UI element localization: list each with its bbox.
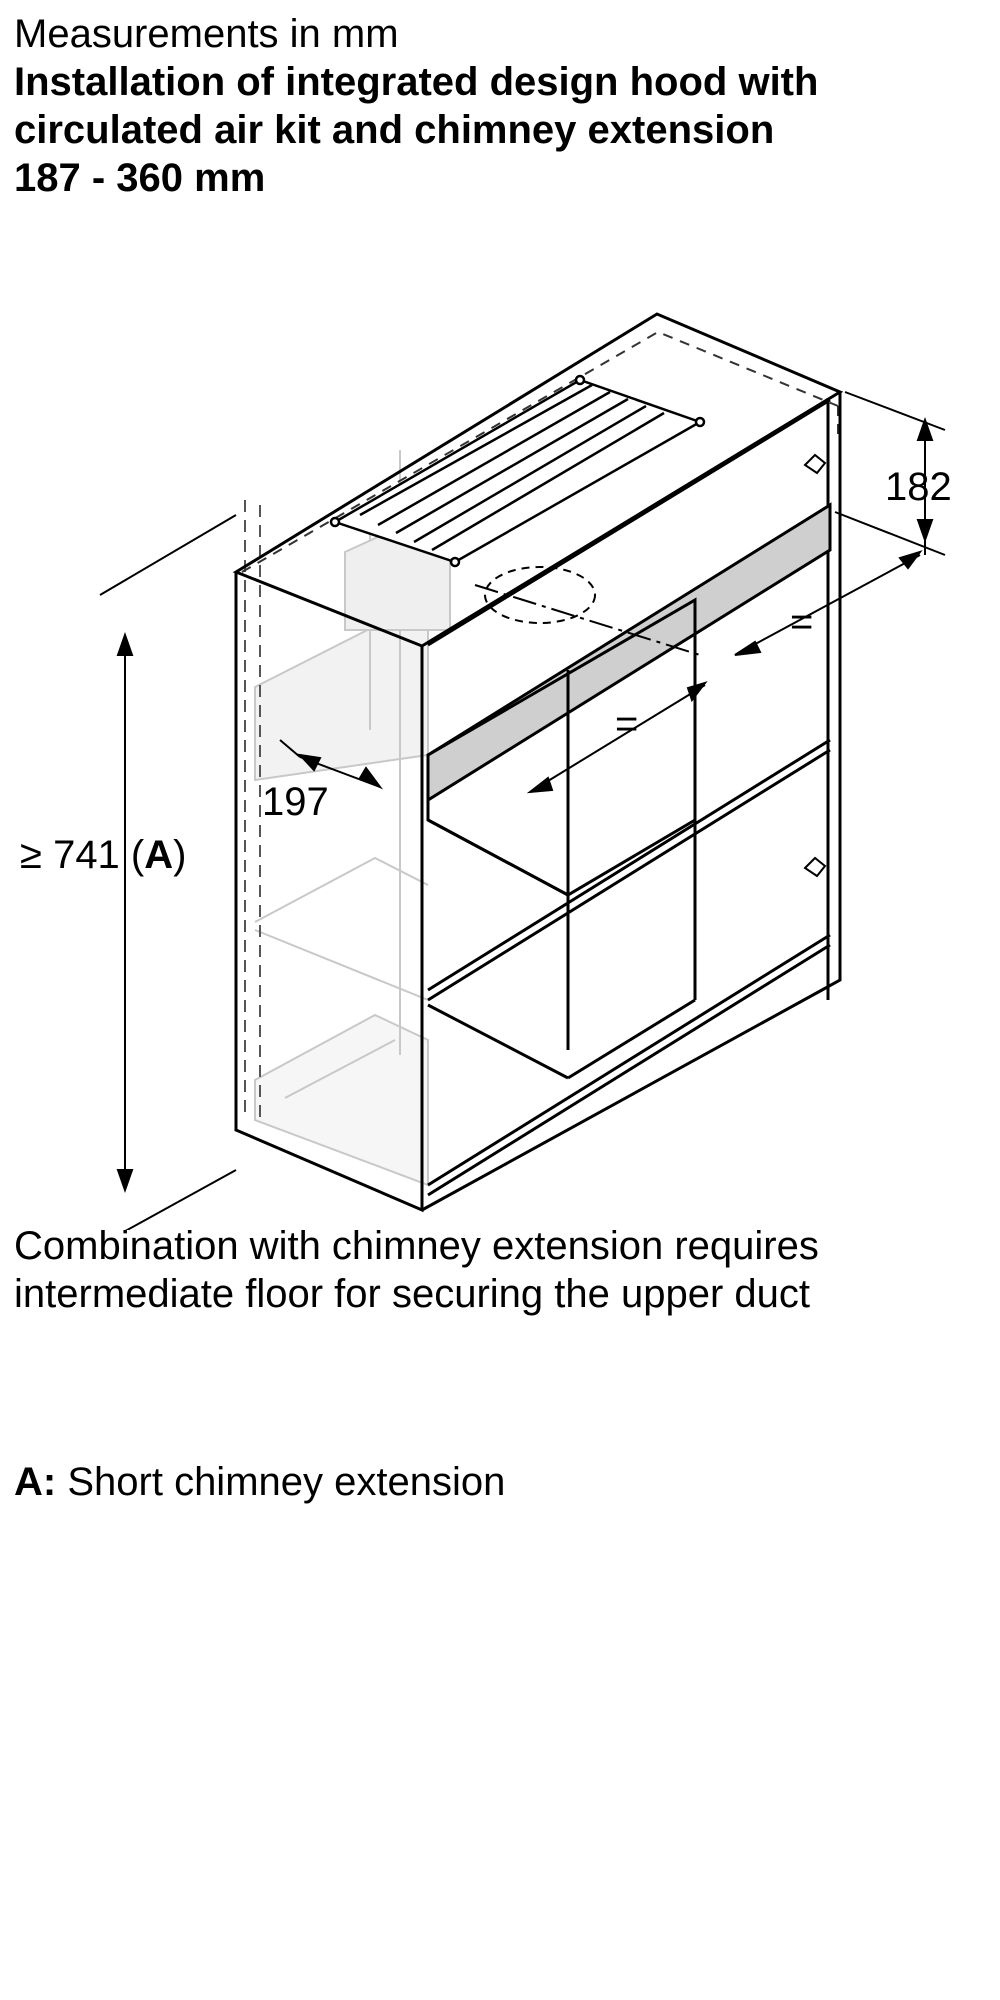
- depth-dimension-label: 182: [885, 465, 952, 509]
- equal-sign-lower: =: [615, 702, 638, 746]
- note-line-2: intermediate floor for securing the uppe…: [14, 1272, 810, 1316]
- cabinet-diagram: ≥ 741 (A) 182 197 = =: [20, 312, 952, 1246]
- installation-drawing: ≥ 741 (A) 182 197 = =: [0, 300, 1000, 1246]
- dimension-lines: [99, 391, 946, 1246]
- top-dashed-outline: [241, 330, 839, 573]
- combination-note: Combination with chimney extension requi…: [14, 1222, 994, 1318]
- equal-sign-upper: =: [790, 600, 813, 644]
- legend-key: A:: [14, 1460, 57, 1504]
- title-line-1: Installation of integrated design hood w…: [14, 60, 819, 104]
- title-line-3: 187 - 360 mm: [14, 156, 266, 200]
- mount-hooks: [803, 453, 827, 878]
- height-dimension-label: ≥ 741 (A): [20, 833, 186, 877]
- cabinet-frame: [232, 312, 844, 1213]
- hood-grille: [329, 374, 706, 568]
- title-line-2: circulated air kit and chimney extension: [14, 108, 775, 152]
- note-line-1: Combination with chimney extension requi…: [14, 1224, 819, 1268]
- legend-text: Short chimney extension: [67, 1460, 506, 1504]
- side-dimension-label: 197: [262, 780, 329, 824]
- center-marker: [474, 566, 701, 656]
- header: Measurements in mm Installation of integ…: [14, 10, 994, 202]
- legend: A: Short chimney extension: [14, 1458, 505, 1506]
- measurements-unit-label: Measurements in mm: [14, 12, 399, 56]
- dimension-labels: ≥ 741 (A) 182 197 = =: [20, 465, 952, 877]
- installation-title: Installation of integrated design hood w…: [14, 58, 994, 202]
- faint-interior-lines: [244, 450, 451, 1187]
